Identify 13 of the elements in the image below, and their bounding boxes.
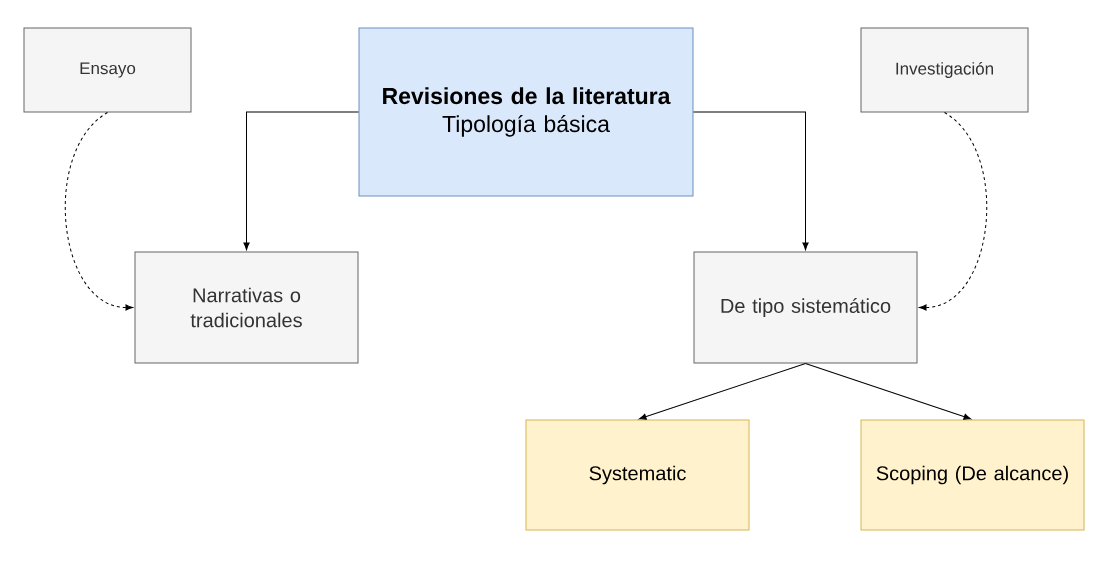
type-box: Systematic (525, 419, 750, 531)
arrow (638, 363, 806, 420)
dashed-arrow (919, 112, 988, 311)
dashed-arrow (64, 112, 133, 311)
arrow (693, 111, 809, 250)
category-box: Narrativas o tradicionales (134, 251, 359, 364)
type-box: Scoping (De alcance) (860, 419, 1085, 531)
arrow (243, 111, 359, 250)
arrow (805, 363, 972, 420)
title-box: Revisiones de la literatura Tipología básica (358, 27, 694, 197)
category-box: De tipo sistemático (693, 251, 918, 364)
note-box: Ensayo (23, 27, 192, 113)
note-box: Investigación (860, 27, 1029, 113)
